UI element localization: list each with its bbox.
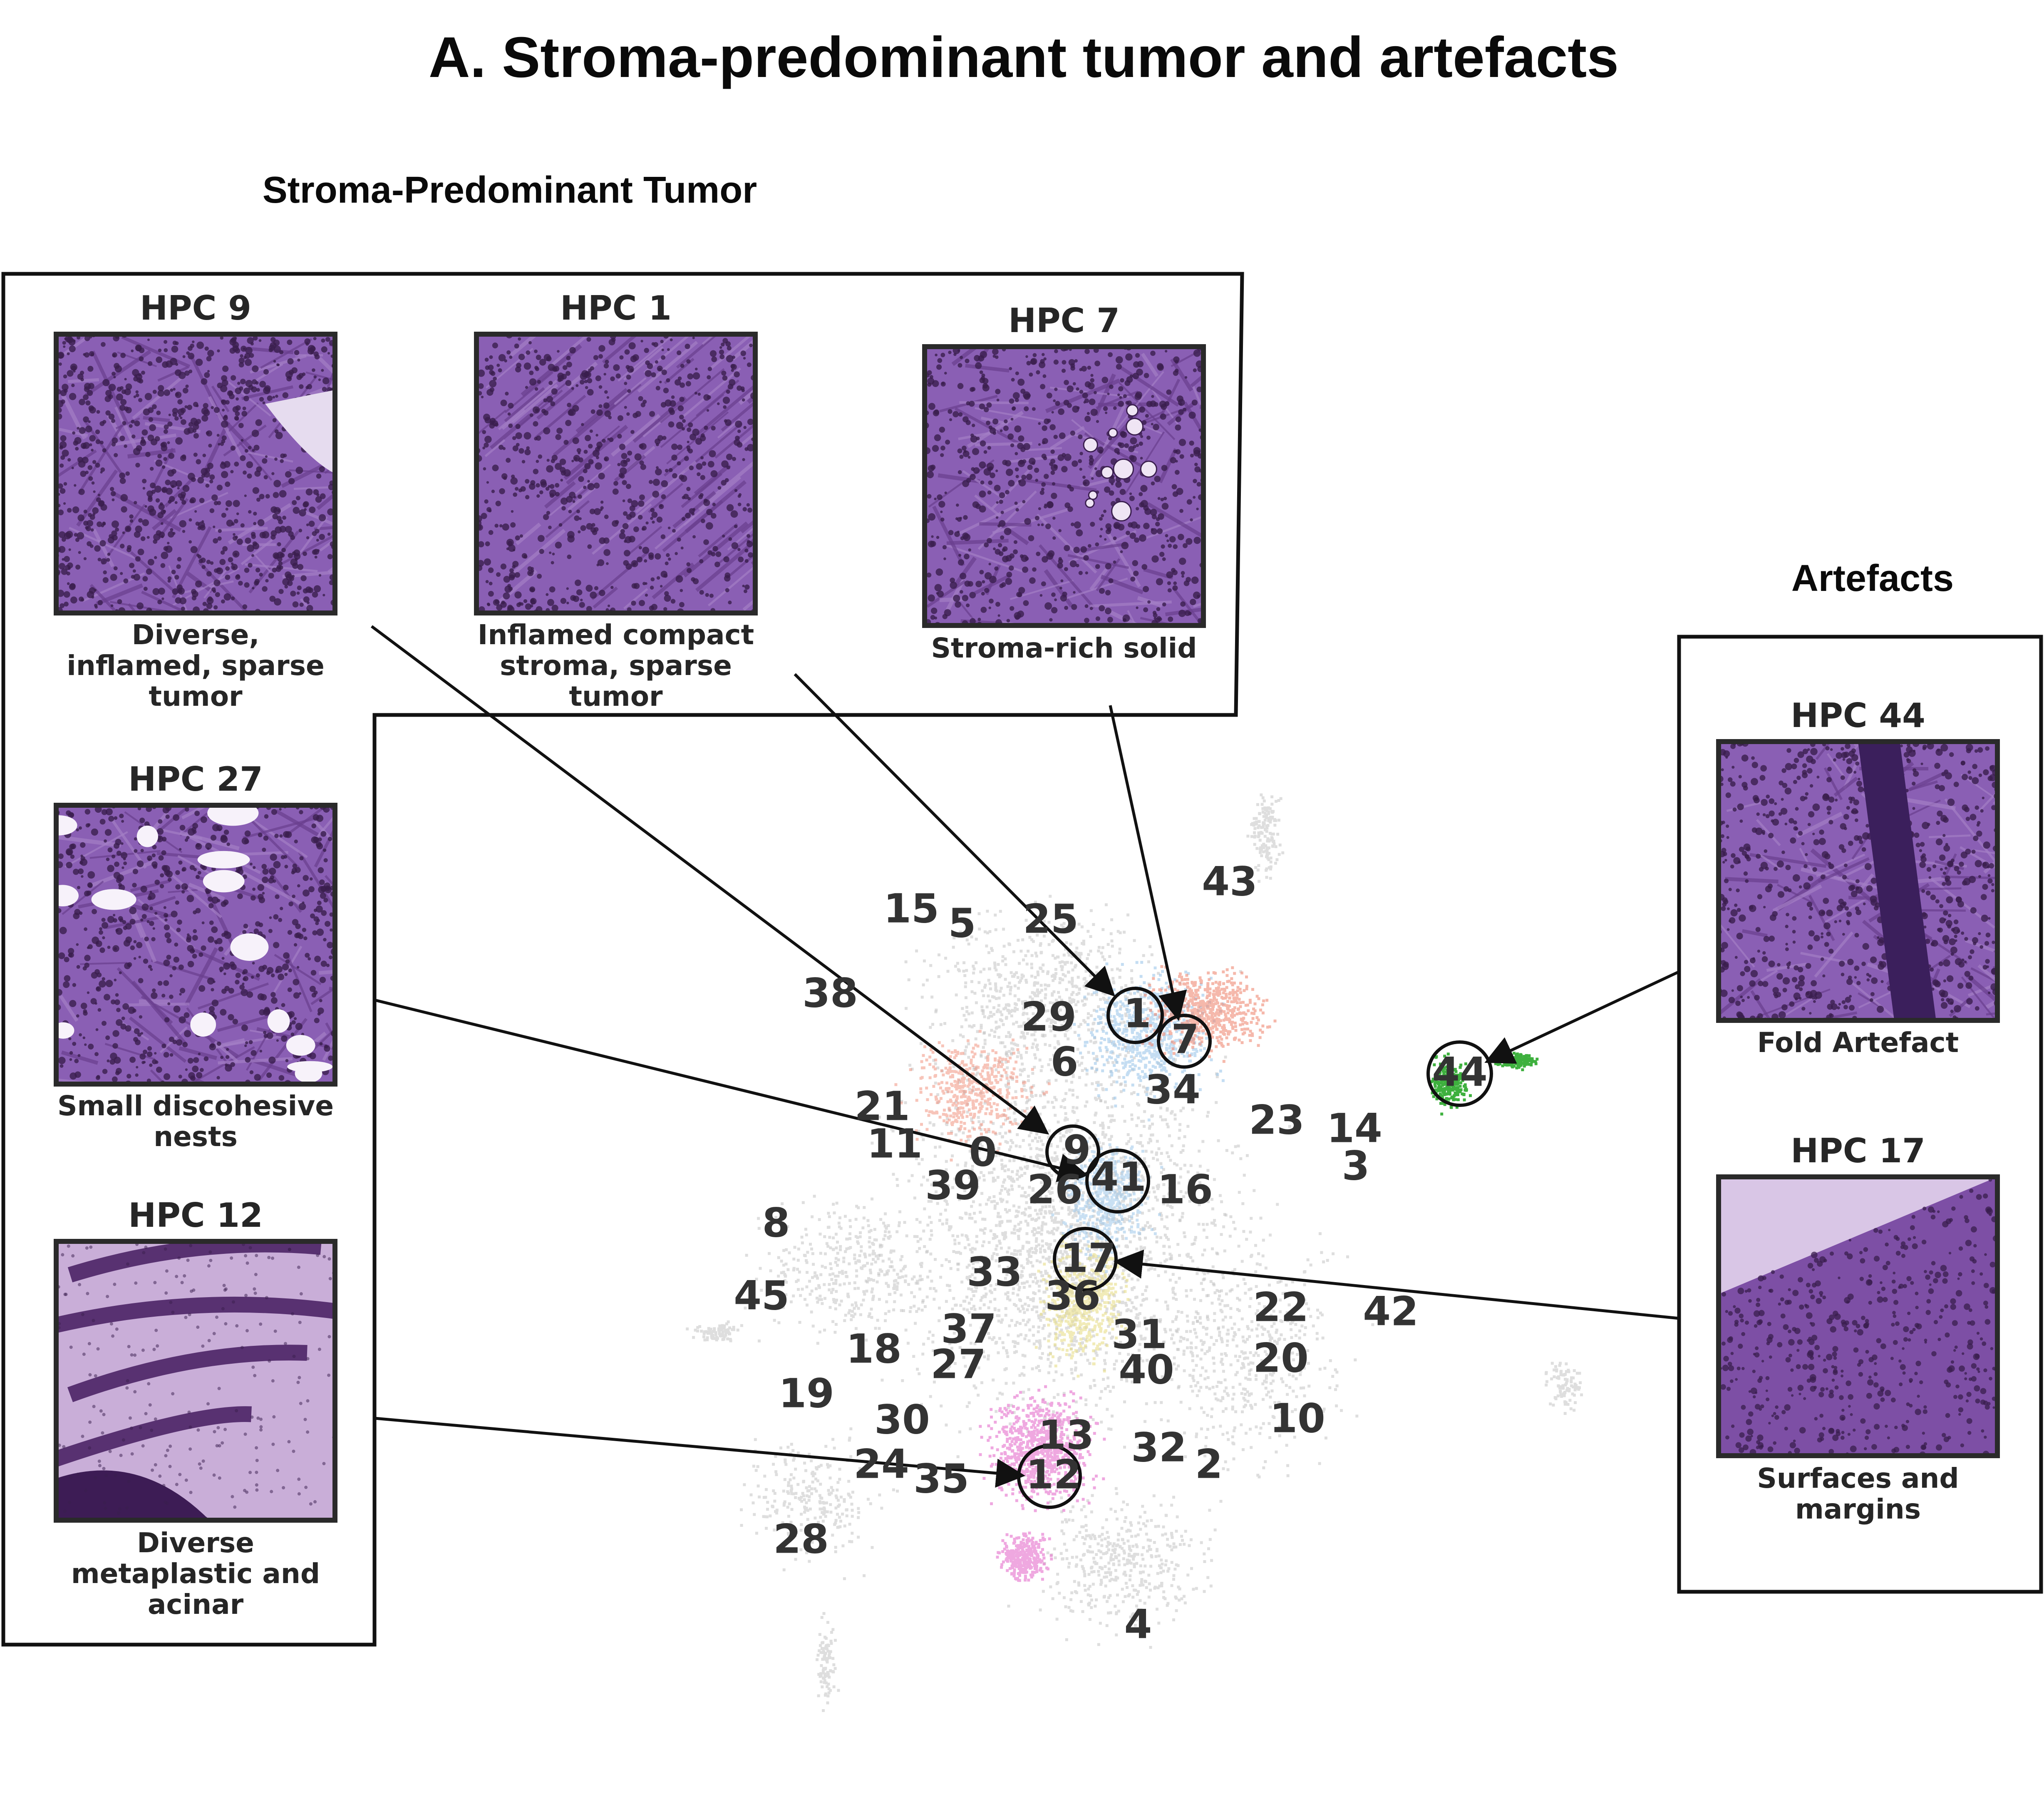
panel-title-hpc12: HPC 12 bbox=[128, 1196, 263, 1235]
tile-image-hpc17 bbox=[1716, 1174, 2000, 1458]
panel-caption-hpc12: metaplastic and bbox=[71, 1558, 320, 1590]
circle-cluster-1 bbox=[1106, 987, 1164, 1044]
cluster-label-23: 23 bbox=[1249, 1097, 1305, 1143]
panel-caption-hpc12: acinar bbox=[148, 1588, 244, 1620]
cluster-label-40: 40 bbox=[1119, 1346, 1174, 1393]
panel-caption-hpc12: Diverse bbox=[137, 1527, 254, 1559]
circle-cluster-17 bbox=[1053, 1227, 1118, 1292]
cluster-label-24: 24 bbox=[853, 1441, 909, 1487]
panel-title-hpc7: HPC 7 bbox=[1008, 301, 1120, 340]
panel-title-hpc9: HPC 9 bbox=[140, 289, 251, 328]
cluster-label-6: 6 bbox=[1051, 1038, 1079, 1085]
panel-caption-hpc17: margins bbox=[1795, 1493, 1921, 1525]
cluster-label-18: 18 bbox=[846, 1325, 902, 1372]
arrow-hpc9 bbox=[370, 625, 1049, 1135]
cluster-label-34: 34 bbox=[1145, 1066, 1201, 1113]
cluster-label-14: 14 bbox=[1327, 1105, 1382, 1151]
panel-caption-hpc17: Surfaces and bbox=[1757, 1462, 1959, 1494]
cluster-label-36: 36 bbox=[1045, 1272, 1101, 1319]
cluster-label-25: 25 bbox=[1023, 896, 1079, 942]
tile-image-hpc7 bbox=[922, 344, 1206, 628]
panel-caption-hpc1: tumor bbox=[569, 680, 663, 712]
cluster-label-37: 37 bbox=[941, 1305, 997, 1352]
cluster-label-27: 27 bbox=[930, 1341, 986, 1387]
panel-title-hpc44: HPC 44 bbox=[1791, 696, 1925, 735]
cluster-label-19: 19 bbox=[779, 1370, 834, 1417]
section-title-stroma: Stroma-Predominant Tumor bbox=[263, 169, 757, 211]
arrow-hpc44 bbox=[1484, 970, 1680, 1064]
cluster-label-1: 1 bbox=[1124, 990, 1151, 1037]
cluster-label-12: 12 bbox=[1026, 1451, 1082, 1498]
panel-caption-hpc27: nests bbox=[154, 1121, 238, 1153]
circle-cluster-9 bbox=[1045, 1124, 1100, 1179]
section-title-artefacts: Artefacts bbox=[1791, 558, 1954, 599]
cluster-label-20: 20 bbox=[1253, 1335, 1309, 1381]
cluster-label-4: 4 bbox=[1124, 1601, 1152, 1648]
arrows bbox=[370, 625, 1680, 1488]
panel-caption-hpc1: Inflamed compact bbox=[478, 619, 754, 651]
cluster-label-30: 30 bbox=[874, 1396, 930, 1443]
cluster-label-21: 21 bbox=[854, 1083, 910, 1129]
tile-image-hpc9 bbox=[54, 332, 337, 615]
cluster-label-9: 9 bbox=[1063, 1127, 1091, 1173]
arrow-hpc1 bbox=[794, 673, 1115, 997]
panel-caption-hpc44: Fold Artefact bbox=[1757, 1027, 1959, 1059]
panel-title-hpc17: HPC 17 bbox=[1791, 1132, 1925, 1170]
panel-title-hpc27: HPC 27 bbox=[128, 760, 263, 799]
stroma-panel-frame bbox=[1, 272, 1244, 1647]
panel-title-hpc1: HPC 1 bbox=[560, 289, 672, 328]
panel-caption-hpc1: stroma, sparse bbox=[500, 650, 732, 682]
cluster-label-38: 38 bbox=[802, 970, 858, 1016]
cluster-label-42: 42 bbox=[1363, 1288, 1419, 1335]
panel-caption-hpc9: Diverse, bbox=[132, 619, 260, 651]
cluster-label-39: 39 bbox=[925, 1162, 981, 1208]
arrow-hpc27 bbox=[374, 998, 1088, 1182]
arrow-hpc12 bbox=[374, 1417, 1025, 1488]
cluster-label-43: 43 bbox=[1202, 858, 1258, 905]
cluster-label-11: 11 bbox=[867, 1120, 923, 1167]
cluster-label-33: 33 bbox=[967, 1248, 1022, 1295]
cluster-label-35: 35 bbox=[913, 1455, 969, 1502]
cluster-label-16: 16 bbox=[1157, 1166, 1213, 1213]
highlight-circles bbox=[1017, 987, 1493, 1509]
cluster-label-44: 44 bbox=[1432, 1049, 1488, 1095]
cluster-label-26: 26 bbox=[1027, 1166, 1083, 1213]
cluster-label-32: 32 bbox=[1131, 1424, 1187, 1471]
tile-image-hpc44 bbox=[1716, 739, 2000, 1023]
arrow-hpc7 bbox=[1109, 705, 1187, 1021]
tile-image-hpc27 bbox=[54, 803, 337, 1087]
cluster-label-3: 3 bbox=[1342, 1142, 1370, 1189]
cluster-label-29: 29 bbox=[1021, 993, 1077, 1040]
circle-cluster-44 bbox=[1426, 1040, 1493, 1107]
cluster-label-2: 2 bbox=[1195, 1441, 1223, 1487]
cluster-label-28: 28 bbox=[773, 1516, 829, 1562]
cluster-label-7: 7 bbox=[1171, 1016, 1199, 1062]
artefacts-panel-frame bbox=[1677, 635, 2043, 1594]
umap-scatter bbox=[686, 793, 1583, 1712]
cluster-label-31: 31 bbox=[1111, 1311, 1167, 1357]
cluster-label-8: 8 bbox=[762, 1199, 790, 1246]
panel-caption-hpc9: tumor bbox=[149, 680, 243, 712]
cluster-label-45: 45 bbox=[734, 1272, 789, 1319]
circle-cluster-7 bbox=[1157, 1014, 1212, 1069]
cluster-label-5: 5 bbox=[948, 900, 976, 946]
circle-cluster-41 bbox=[1085, 1149, 1150, 1213]
circle-cluster-12 bbox=[1017, 1444, 1082, 1509]
cluster-label-10: 10 bbox=[1270, 1395, 1325, 1442]
cluster-label-0: 0 bbox=[969, 1129, 997, 1175]
cluster-label-17: 17 bbox=[1060, 1235, 1116, 1281]
figure-title: A. Stroma-predominant tumor and artefact… bbox=[429, 25, 1619, 89]
cluster-label-13: 13 bbox=[1038, 1412, 1094, 1458]
cluster-label-22: 22 bbox=[1253, 1284, 1309, 1330]
tile-image-hpc12 bbox=[54, 1239, 337, 1523]
panel-caption-hpc7: Stroma-rich solid bbox=[931, 632, 1197, 664]
panel-caption-hpc27: Small discohesive bbox=[57, 1090, 334, 1122]
cluster-label-15: 15 bbox=[883, 885, 939, 932]
cluster-label-41: 41 bbox=[1091, 1154, 1146, 1200]
arrow-hpc17 bbox=[1114, 1249, 1679, 1320]
tile-image-hpc1 bbox=[474, 332, 758, 615]
panel-caption-hpc9: inflamed, sparse bbox=[67, 650, 325, 682]
